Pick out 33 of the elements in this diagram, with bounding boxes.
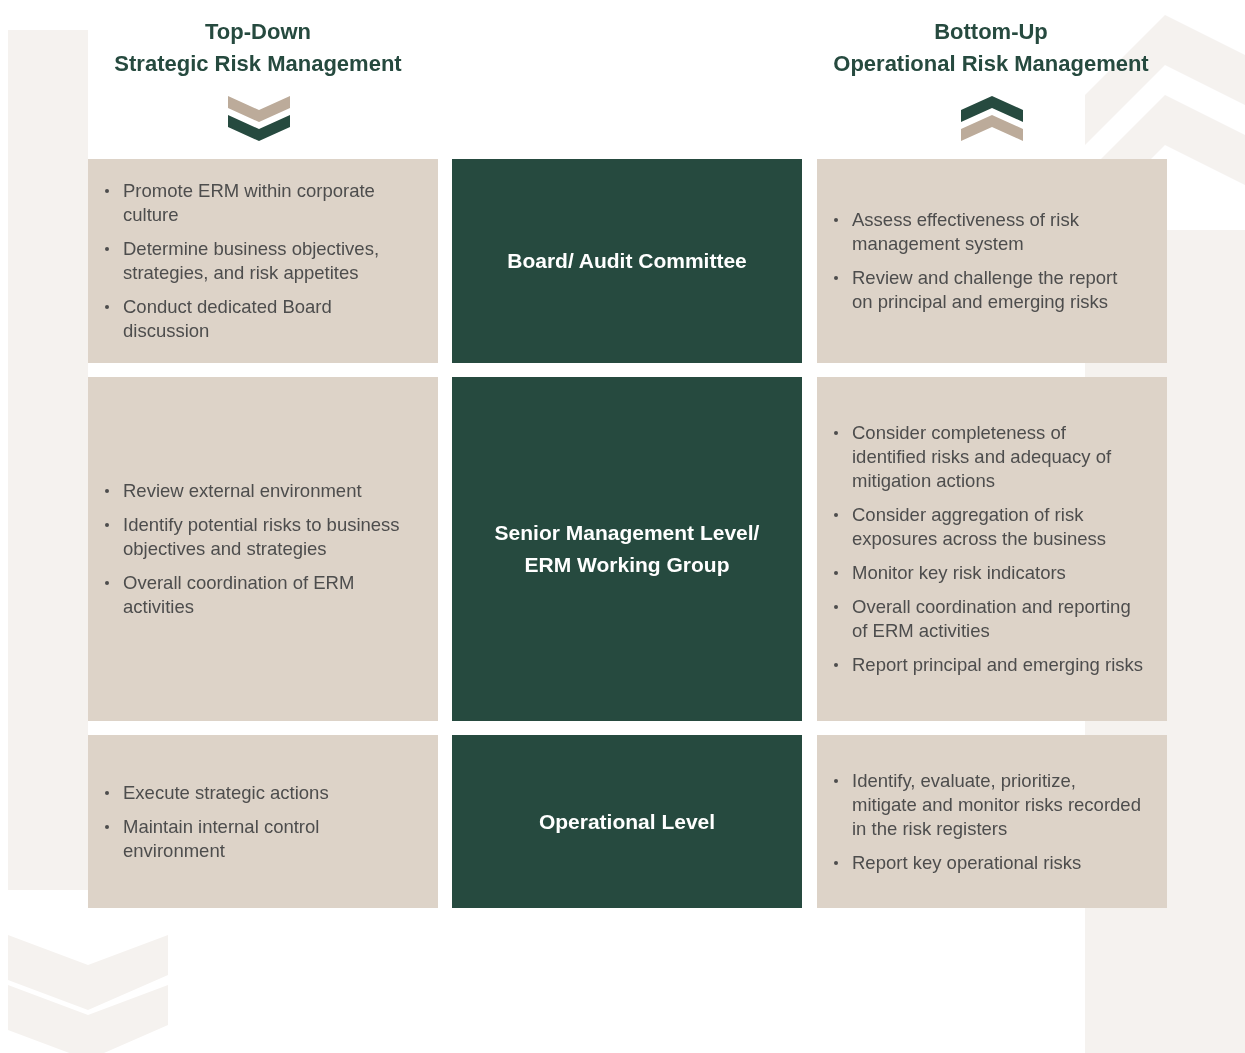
bullet-text: Report key operational risks: [852, 850, 1083, 875]
bullet-text: Promote ERM within corporate culture: [123, 179, 376, 227]
bullet-text: Review and challenge the report on principal and emerging risks: [852, 266, 1119, 314]
level-title: Board/ Audit Committee: [507, 248, 747, 274]
bullet-text: Execute strategic actions: [123, 780, 330, 805]
activity-box: [817, 735, 1167, 908]
column-heading: Bottom-Up: [933, 18, 1049, 46]
activity-box: [817, 377, 1167, 721]
bullet-text: Consider completeness of identified risks and adequacy of mitigation actions: [852, 421, 1113, 493]
bullet-text: Consider aggregation of risk exposures across the business: [852, 503, 1107, 551]
bullet-text: Identify potential risks to business objectives and strategies: [123, 513, 401, 561]
bullet-text: Identify, evaluate, prioritize, mitigate and monitor risks recorded in the risk registers: [852, 768, 1142, 841]
bullet-text: Maintain internal control environment: [123, 814, 321, 863]
bullet-text: Overall coordination of ERM activities: [123, 571, 356, 619]
activity-box: [817, 159, 1167, 363]
column-heading: Top-Down: [204, 18, 312, 46]
level-box: [452, 377, 802, 721]
level-box: [452, 159, 802, 363]
bullet-text: Overall coordination and reporting of ERM activities: [852, 595, 1132, 643]
bullet-text: Review external environment: [123, 479, 363, 503]
column-heading: Operational Risk Management: [832, 50, 1150, 78]
bullet-text: Report principal and emerging risks: [852, 653, 1143, 677]
bullet-text: Conduct dedicated Board discussion: [123, 295, 333, 343]
activity-box: [88, 377, 438, 721]
level-box: [452, 735, 802, 908]
bullet-text: Monitor key risk indicators: [852, 561, 1067, 585]
activity-box: [88, 735, 438, 908]
column-heading: Strategic Risk Management: [113, 50, 403, 78]
bullet-text: Assess effectiveness of risk management system: [852, 208, 1080, 256]
level-title: Operational Level: [538, 808, 716, 835]
activity-box: [88, 159, 438, 363]
bullet-text: Determine business objectives, strategies, and risk appetites: [123, 237, 381, 285]
level-title: Senior Management Level/ ERM Working Group: [493, 520, 761, 578]
